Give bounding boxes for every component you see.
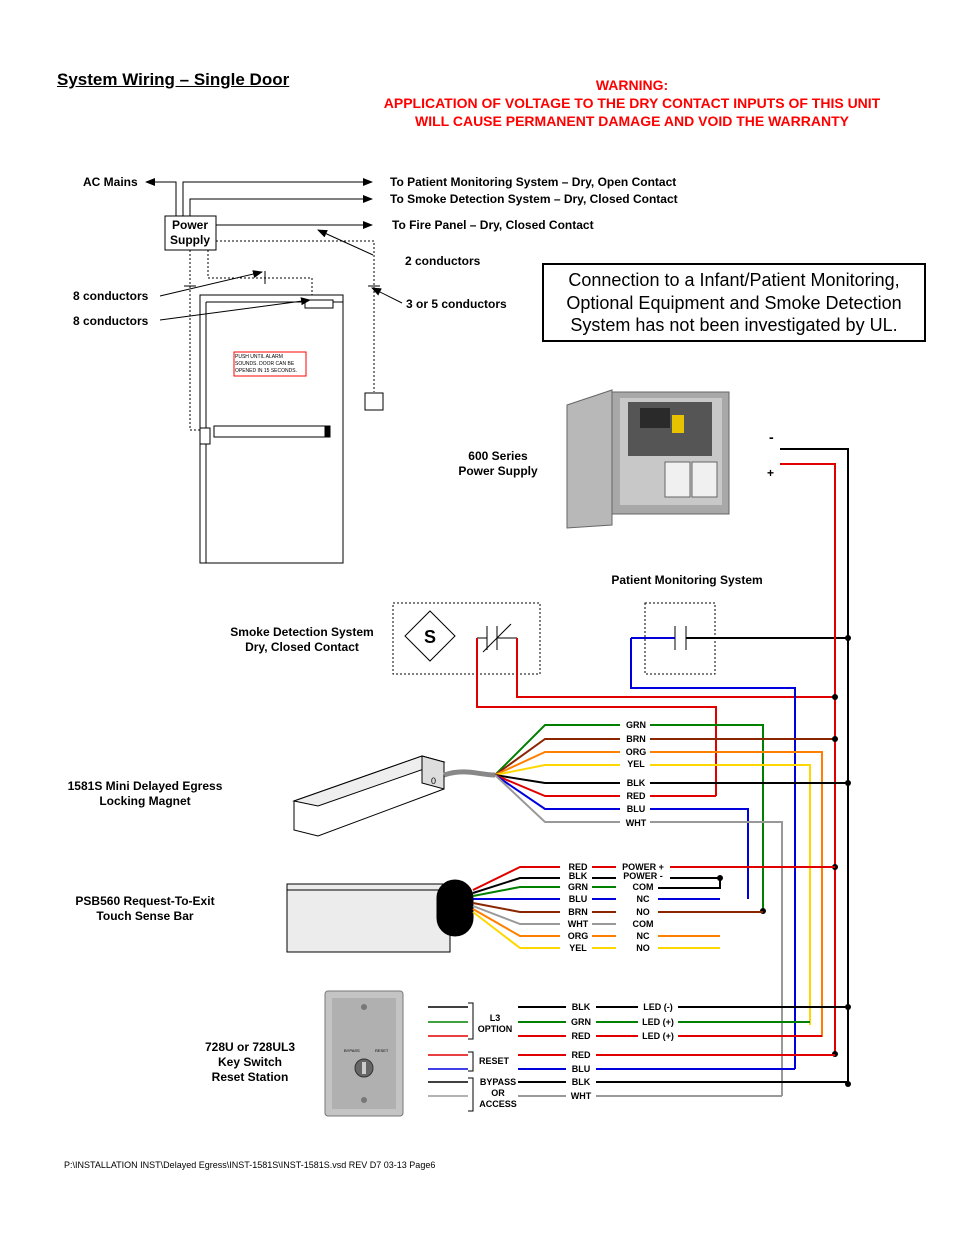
magnet-wire-label: BRN <box>626 734 646 744</box>
power-supply-label: Power <box>172 218 208 232</box>
patient-monitoring-box <box>631 602 848 675</box>
warning-line: WILL CAUSE PERMANENT DAMAGE AND VOID THE… <box>415 113 850 129</box>
touch-bar-wire-label: YEL <box>569 943 587 953</box>
magnet-wire-label: RED <box>626 791 646 801</box>
group-label-bypass: BYPASS <box>480 1077 516 1087</box>
key-switch-wire-label: RED <box>571 1050 591 1060</box>
power-supply-enclosure <box>566 389 730 529</box>
key-switch-wire-label: RED <box>571 1031 591 1041</box>
group-label-bypass: OR <box>491 1088 505 1098</box>
magnet-wire-label: ORG <box>626 747 647 757</box>
key-switch-plate <box>324 990 404 1117</box>
magnet-wire-label: WHT <box>626 818 647 828</box>
led-label: LED (+) <box>642 1031 674 1041</box>
led-label: LED (+) <box>642 1017 674 1027</box>
ul-note-line: Optional Equipment and Smoke Detection <box>566 292 902 313</box>
smoke-detection-box <box>392 602 541 675</box>
locking-magnet <box>292 755 496 837</box>
warning-line: APPLICATION OF VOLTAGE TO THE DRY CONTAC… <box>384 95 881 111</box>
warning-heading: WARNING: <box>596 77 668 93</box>
touch-bar-terminal-label: COM <box>633 919 654 929</box>
key-switch-wire-label: BLK <box>572 1002 591 1012</box>
key-switch-label: Reset Station <box>212 1070 289 1084</box>
touch-bar-terminal-label: NO <box>636 943 650 953</box>
key-switch-wires <box>428 1002 848 1112</box>
conductors-label: 8 conductors <box>73 314 149 328</box>
door-sign-text: PUSH UNTIL ALARM <box>235 354 283 360</box>
key-switch-wire-labels: BLK GRN RED RED BLU BLK WHT LED (-) LED (+) LED (… <box>571 1002 674 1101</box>
touch-bar-terminal-label: NO <box>636 907 650 917</box>
touch-bar-terminal-label: NC <box>637 894 650 904</box>
touch-bar-wire-label: BRN <box>568 907 588 917</box>
conductors-label: 3 or 5 conductors <box>406 297 507 311</box>
magnet-wire-label: YEL <box>627 759 645 769</box>
conductors-label: 2 conductors <box>405 254 481 268</box>
ac-mains-label: AC Mains <box>83 175 138 189</box>
magnet-wire-labels: GRN BRN ORG YEL BLK RED BLU WHT <box>626 720 647 828</box>
power-plus-label: + <box>767 466 774 480</box>
magnet-wire-label: BLK <box>627 778 646 788</box>
door-sign-text: SOUNDS. DOOR CAN BE <box>235 361 295 367</box>
magnet-label: Locking Magnet <box>99 794 190 808</box>
magnet-fan-wires <box>494 724 716 823</box>
touch-bar-terminal-label: POWER + <box>622 862 664 872</box>
key-plate-text: BYPASS <box>344 1048 360 1053</box>
patient-monitoring-label: To Patient Monitoring System – Dry, Open… <box>390 175 676 189</box>
ul-note-line: Connection to a Infant/Patient Monitorin… <box>568 270 900 290</box>
magnet-face-label: 0 <box>431 776 436 786</box>
smoke-detection-label: To Smoke Detection System – Dry, Closed … <box>390 192 678 206</box>
touch-bar-wire-label: ORG <box>568 931 589 941</box>
power-supply-600-label: Power Supply <box>458 464 538 478</box>
door-wiring-section <box>145 178 403 564</box>
key-switch-wire-label: BLU <box>572 1064 591 1074</box>
junction-dots <box>717 635 851 1087</box>
fire-panel-label: To Fire Panel – Dry, Closed Contact <box>392 218 594 232</box>
magnet-wire-label: GRN <box>626 720 646 730</box>
footer-path: P:\INSTALLATION INST\Delayed Egress\INST… <box>64 1160 436 1170</box>
touch-bar-wire-label: GRN <box>568 882 588 892</box>
group-label-l3: L3 <box>490 1013 501 1023</box>
group-label-l3: OPTION <box>478 1024 513 1034</box>
key-switch-wire-label: BLK <box>572 1077 591 1087</box>
ul-note-box: Connection to a Infant/Patient Monitorin… <box>542 263 926 342</box>
touch-bar-terminal-label: COM <box>633 882 654 892</box>
touch-bar-wire-label: BLU <box>569 894 588 904</box>
magnet-label: 1581S Mini Delayed Egress <box>68 779 223 793</box>
key-switch-wire-label: GRN <box>571 1017 591 1027</box>
touch-bar-wires <box>472 866 835 949</box>
touch-bar-terminal-label: POWER - <box>623 871 663 881</box>
ul-note-line: System has not been investigated by UL. <box>570 315 898 335</box>
key-switch-label: 728U or 728UL3 <box>205 1040 295 1054</box>
key-plate-text: RESET <box>375 1048 389 1053</box>
power-supply-label: Supply <box>170 233 210 247</box>
power-supply-600-label: 600 Series <box>468 449 528 463</box>
group-label-reset: RESET <box>479 1056 510 1066</box>
key-switch-label: Key Switch <box>218 1055 282 1069</box>
page-title: System Wiring – Single Door <box>57 70 290 89</box>
key-switch-wire-label: WHT <box>571 1091 592 1101</box>
touch-bar-wire-label: RED <box>568 862 588 872</box>
touch-bar-terminal-label: NC <box>637 931 650 941</box>
led-label: LED (-) <box>643 1002 673 1012</box>
bus-wires <box>476 448 849 1096</box>
touch-bar-label: Touch Sense Bar <box>96 909 193 923</box>
group-label-bypass: ACCESS <box>479 1099 517 1109</box>
touch-bar-wire-label: WHT <box>568 919 589 929</box>
smoke-system-label: Dry, Closed Contact <box>245 640 359 654</box>
touch-bar-wire-label: BLK <box>569 871 588 881</box>
power-minus-label: - <box>769 429 774 445</box>
touch-bar-label: PSB560 Request-To-Exit <box>75 894 214 908</box>
smoke-symbol: S <box>424 627 436 647</box>
touch-sense-bar <box>286 879 474 953</box>
patient-system-label: Patient Monitoring System <box>611 573 762 587</box>
conductors-label: 8 conductors <box>73 289 149 303</box>
magnet-wire-label: BLU <box>627 804 646 814</box>
door-sign-text: OPENED IN 15 SECONDS. <box>235 368 297 374</box>
smoke-system-label: Smoke Detection System <box>230 625 373 639</box>
